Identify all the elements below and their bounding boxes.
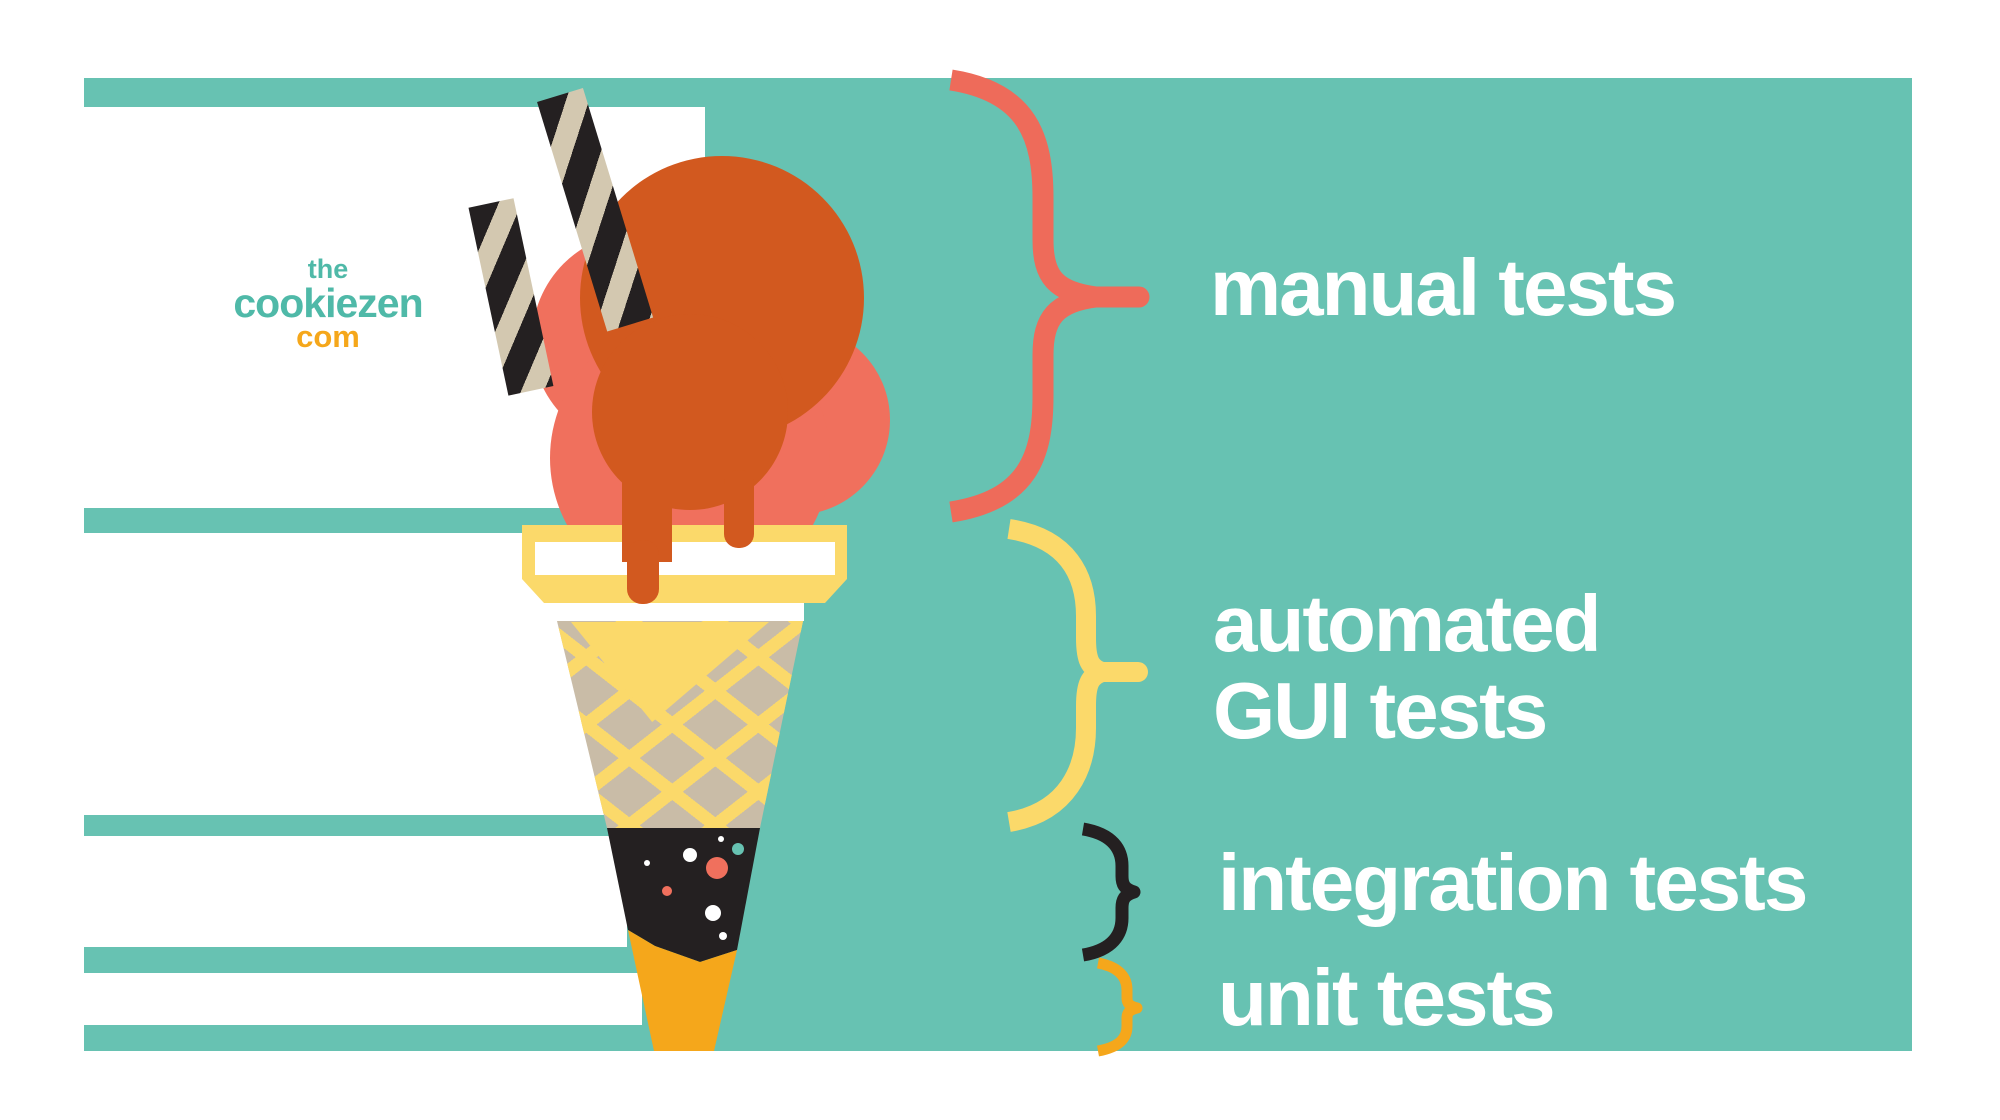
sprinkle-dot-white [719, 932, 727, 940]
logo-word-com: com [296, 319, 360, 354]
logo-word-cookiezen: cookiezen [233, 280, 423, 326]
label-gui-line1: automated [1213, 579, 1601, 668]
logo-word-the: the [307, 254, 349, 284]
sprinkle-dot-white [683, 848, 697, 862]
sprinkle-dot-coral [706, 857, 728, 879]
white-stripe-4 [0, 973, 642, 1025]
cone-tip [628, 930, 737, 1051]
label-manual-tests: manual tests [1210, 243, 1677, 332]
label-integration-tests: integration tests [1218, 838, 1808, 927]
integration-tests-brace-icon [1081, 822, 1141, 962]
sprinkle-dot-white [705, 905, 721, 921]
unit-tests-brace-icon [1096, 957, 1143, 1057]
cone-band-white-inset [535, 542, 835, 575]
white-stripe-3 [0, 836, 627, 947]
sprinkle-dot-coral [662, 886, 672, 896]
cone-band-gap [556, 603, 804, 621]
scoop-orange-middle [592, 314, 788, 510]
label-gui-line2: GUI tests [1213, 666, 1548, 755]
sprinkle-dot-teal [732, 843, 744, 855]
gui-tests-brace-icon [1006, 519, 1148, 832]
label-unit-tests: unit tests [1218, 953, 1556, 1042]
white-stripe-2 [0, 533, 622, 815]
drip-small [724, 470, 754, 548]
manual-tests-brace-icon [949, 69, 1150, 523]
sprinkle-dot-white [718, 836, 724, 842]
sprinkle-dot-white [644, 860, 650, 866]
drip-large-tail [627, 540, 659, 604]
